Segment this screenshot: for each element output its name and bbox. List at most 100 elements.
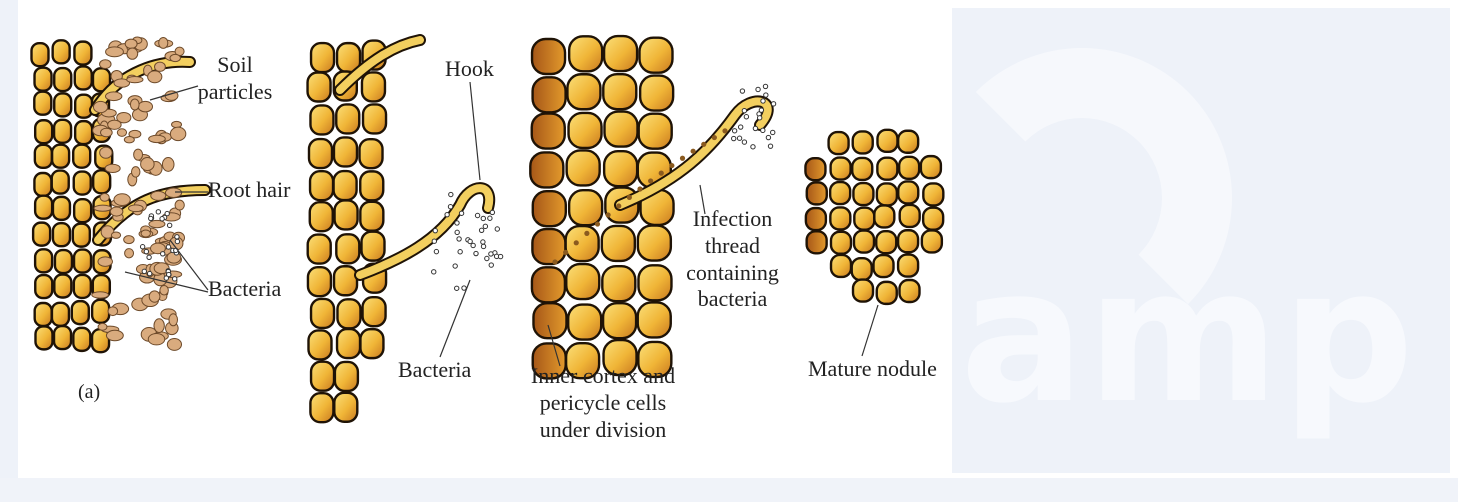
cortex-cell [638,302,671,337]
bacterium [458,250,462,254]
bacterium [433,228,437,232]
bacterium [483,224,487,228]
cortex-cell [72,301,89,324]
cortex-cell [363,297,386,326]
cortex-cell [35,303,52,326]
soil-particle [108,120,121,129]
cortex-cell [530,152,563,187]
soil-particle [106,330,123,340]
soil-particle [141,230,150,237]
bacterium [471,243,475,247]
cortex-cell [310,393,333,422]
cortex-cell [640,76,673,111]
mature-nodule-leader [862,305,878,356]
cortex-cell [854,231,874,253]
soil-particle [98,323,107,330]
cortex-cell [52,171,69,194]
cortex-cell [73,224,90,247]
bacterium [149,216,153,220]
cortex-cell [308,235,331,264]
cortex-cell [334,137,357,166]
cortex-cell [898,181,918,203]
bacterium [160,217,164,221]
bacterium [164,276,168,280]
soil-particle [162,158,174,172]
bacterium [659,171,664,176]
cortex-cell [75,121,92,144]
root-segment-b [308,41,387,423]
cortex-cell [922,230,942,252]
cortex-cell [336,234,359,263]
bacterium [172,277,176,281]
bacterium [637,186,642,191]
soil-particle [141,158,155,171]
bacterium [751,145,755,149]
cortex-cell [829,132,849,154]
cortex-cell [311,43,334,72]
soil-particle [154,319,164,333]
soil-particle [94,205,111,211]
cortex-cell [602,266,635,301]
bacterium [648,178,653,183]
soil-particle [149,135,166,142]
cortex-cell [334,266,357,295]
bacterium [481,216,485,220]
soil-particle [170,127,185,141]
bacterium [563,250,568,255]
cortex-cell [874,205,894,227]
cortex-cell [360,171,383,200]
cortex-cell [54,93,71,116]
cortex-cell [853,280,873,302]
cortex-cell [74,42,91,65]
mature-nodule [805,130,943,304]
soil-particle [151,191,166,200]
soil-particle [127,77,143,83]
bacterium [732,129,736,133]
bacterium [453,264,457,268]
cortex-cell [34,173,51,196]
bacterium [761,99,765,103]
bacterium [457,237,461,241]
bacterium [455,221,459,225]
cortex-cell [852,258,872,280]
soil-particle [101,128,113,137]
cortex-cell [362,72,385,101]
bacterium [584,231,589,236]
cortex-cell [311,362,334,391]
cortex-cell [877,282,897,304]
cortex-cell [899,157,919,179]
soil-particle [100,147,112,158]
cortex-cell [35,275,52,298]
cortex-cell [604,151,637,186]
cortex-cell [310,171,333,200]
bacterium [606,212,611,217]
bacterium [161,252,165,256]
bacterium [455,286,459,290]
cortex-cell [604,36,637,71]
cortex-cell [32,43,49,66]
cortex-cell [807,182,827,204]
cortex-cell [569,190,602,225]
cortex-cell [308,72,331,101]
cortex-cell [807,231,827,253]
bacterium [740,89,744,93]
mature-nodule-label: Mature nodule [808,356,937,383]
soil-particle [172,121,182,127]
cortex-cell [831,232,851,254]
bacterium [489,263,493,267]
cortex-cell [532,229,565,264]
cortex-cell [923,183,943,205]
cortex-cell [33,223,50,246]
bacterium [175,235,179,239]
bacterium [468,239,472,243]
cortex-cell [876,231,896,253]
cortex-cell [54,120,71,143]
cortex-cell [806,208,826,230]
cortex-cell [74,250,91,273]
soil-particle [110,207,123,216]
soil-particle [125,39,137,48]
cortex-cell [335,200,358,229]
cortex-cell [877,158,897,180]
soil-particle [175,200,184,210]
cortex-cell [638,265,671,300]
